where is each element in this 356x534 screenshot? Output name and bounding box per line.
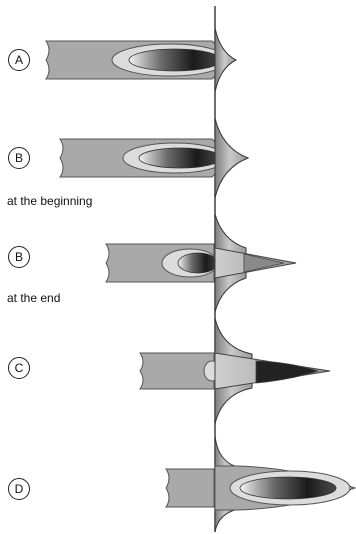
panel-label-a: A [8,49,30,71]
panel-b-begin-skin-dimple [214,117,250,199]
panel-label-b-beginning: B [8,147,30,169]
panel-a-skin-dimple [214,27,238,93]
caption-at-the-beginning: at the beginning [7,194,93,208]
panel-c-skin-tent [214,317,331,425]
panel-b-begin-needle [59,138,233,178]
caption-at-the-end: at the end [7,291,61,305]
panel-label-b-end: B [8,246,30,268]
panel-label-d: D [8,478,30,500]
panel-c-needle [139,352,221,390]
panel-b-end-needle [105,243,219,283]
panel-b-end-skin-tent [214,213,297,313]
panel-a-needle [45,40,233,80]
panel-d-skin-tent [214,435,356,533]
panel-d-needle [165,468,215,508]
panel-label-c: C [8,357,30,379]
